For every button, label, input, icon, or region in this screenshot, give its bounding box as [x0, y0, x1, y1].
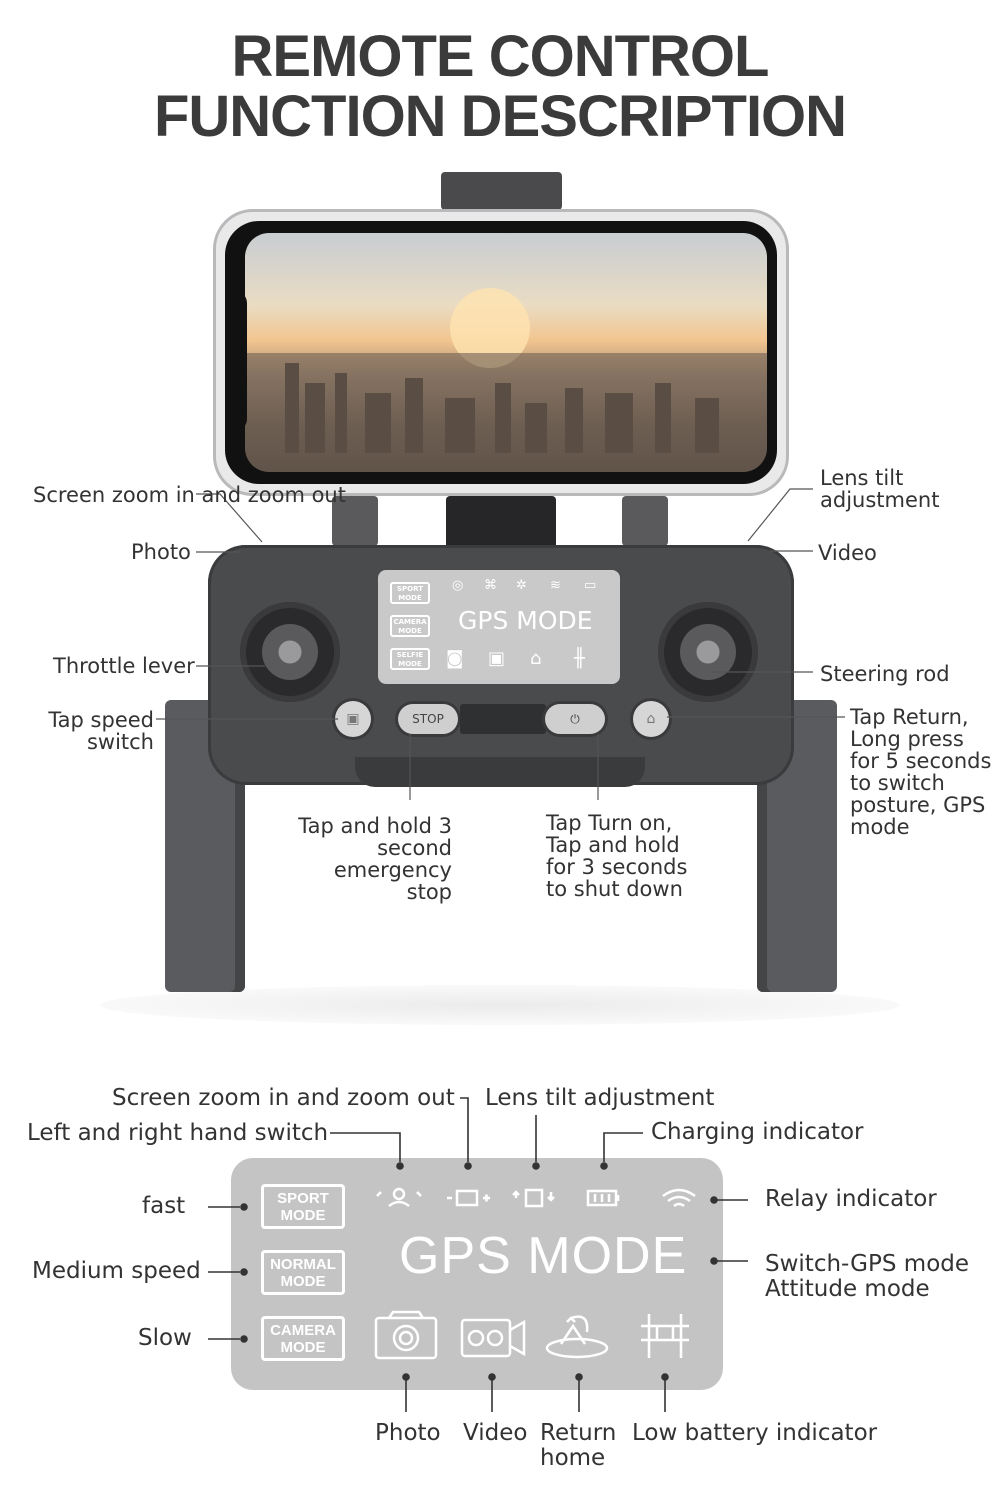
label-video: Video [818, 541, 877, 565]
zoom-icon [447, 1189, 490, 1207]
steering-stick[interactable] [658, 602, 758, 702]
title-line-1: REMOTE CONTROL [231, 24, 770, 89]
label-lens-tilt: Lens tilt adjustment [820, 466, 940, 512]
battery-icon [586, 1189, 620, 1207]
panel-mode-camera: CAMERA MODE [261, 1316, 345, 1361]
speed-switch-button[interactable]: ▣ [335, 701, 371, 737]
power-button[interactable]: ⏻ [545, 704, 605, 734]
panel-label-slow: Slow [138, 1325, 192, 1351]
panel-label-medium: Medium speed [32, 1258, 201, 1284]
low-battery-icon [641, 1314, 689, 1358]
label-screen-zoom: Screen zoom in and zoom out [33, 483, 346, 507]
label-emergency-stop: Tap and hold 3 second emergency stop [298, 814, 452, 904]
lcd-return-icon: ⌂ [530, 648, 542, 669]
left-arm [332, 496, 378, 546]
panel-label-return-home: Return home [540, 1420, 617, 1471]
panel-label-screen-zoom: Screen zoom in and zoom out [112, 1085, 455, 1111]
stop-label: STOP [412, 712, 444, 726]
phone-notch [225, 291, 247, 431]
wifi-icon [662, 1188, 696, 1208]
lcd-wifi-icon: ≋ [550, 578, 561, 593]
lcd-hand-icon: ⌘ [484, 578, 497, 593]
lcd-mode-sport: SPORT MODE [390, 582, 430, 604]
lcd-battery-icon: ▭ [584, 578, 597, 593]
video-icon [460, 1318, 526, 1358]
phone-clamp-top [441, 172, 562, 210]
panel-mode-normal: NORMAL MODE [261, 1250, 345, 1295]
panel-label-gps-switch: Switch-GPS mode Attitude mode [765, 1251, 970, 1302]
right-arm [622, 496, 668, 546]
panel-label-charging: Charging indicator [651, 1119, 864, 1145]
center-bar [460, 704, 546, 734]
label-tap-return: Tap Return, Long press for 5 seconds to … [850, 705, 992, 839]
lcd-mode-camera: CAMERA MODE [390, 615, 430, 637]
panel-label-low-battery: Low battery indicator [632, 1420, 878, 1446]
label-photo: Photo [131, 540, 191, 564]
panel-icons [374, 1187, 696, 1360]
lens-tilt-icon [512, 1188, 555, 1208]
label-steering: Steering rod [820, 662, 950, 686]
phone [213, 209, 789, 496]
lcd-gps-text: GPS MODE [458, 606, 593, 635]
lcd-zoom-icon: ◎ [452, 578, 464, 593]
panel-label-relay: Relay indicator [765, 1186, 937, 1212]
label-power: Tap Turn on, Tap and hold for 3 seconds … [546, 811, 688, 901]
stop-button[interactable]: STOP [398, 704, 458, 734]
title-line-2: FUNCTION DESCRIPTION [153, 84, 847, 149]
return-home-button[interactable]: ⌂ [633, 701, 669, 737]
panel-label-lens-tilt: Lens tilt adjustment [485, 1085, 715, 1111]
lcd-low-battery-icon: ╫ [574, 648, 585, 669]
lcd-diagram-panel: SPORT MODE NORMAL MODE CAMERA MODE GPS M… [231, 1158, 723, 1390]
hand-switch-icon [376, 1187, 422, 1208]
lcd-mode-selfie: SELFIE MODE [390, 648, 430, 670]
throttle-stick[interactable] [240, 602, 340, 702]
panel-label-photo: Photo [375, 1420, 441, 1446]
panel-label-video: Video [463, 1420, 528, 1446]
remote-lcd: SPORT MODE CAMERA MODE SELFIE MODE GPS M… [378, 570, 620, 684]
panel-mode-sport: SPORT MODE [261, 1184, 345, 1229]
remote-bottom [355, 757, 645, 787]
panel-gps-text: GPS MODE [399, 1227, 688, 1285]
phone-screen [245, 233, 767, 472]
label-tap-speed: Tap speed switch [48, 708, 154, 754]
camera-icon [374, 1310, 438, 1360]
power-icon: ⏻ [570, 712, 580, 726]
panel-label-fast: fast [142, 1193, 186, 1219]
lcd-video-icon: ▣ [488, 648, 506, 669]
lcd-drone-icon: ✲ [516, 578, 527, 593]
panel-label-hand-switch: Left and right hand switch [27, 1120, 329, 1146]
return-home-icon [545, 1315, 609, 1359]
lcd-camera-icon: ◙ [446, 648, 464, 669]
label-throttle: Throttle lever [53, 654, 195, 678]
